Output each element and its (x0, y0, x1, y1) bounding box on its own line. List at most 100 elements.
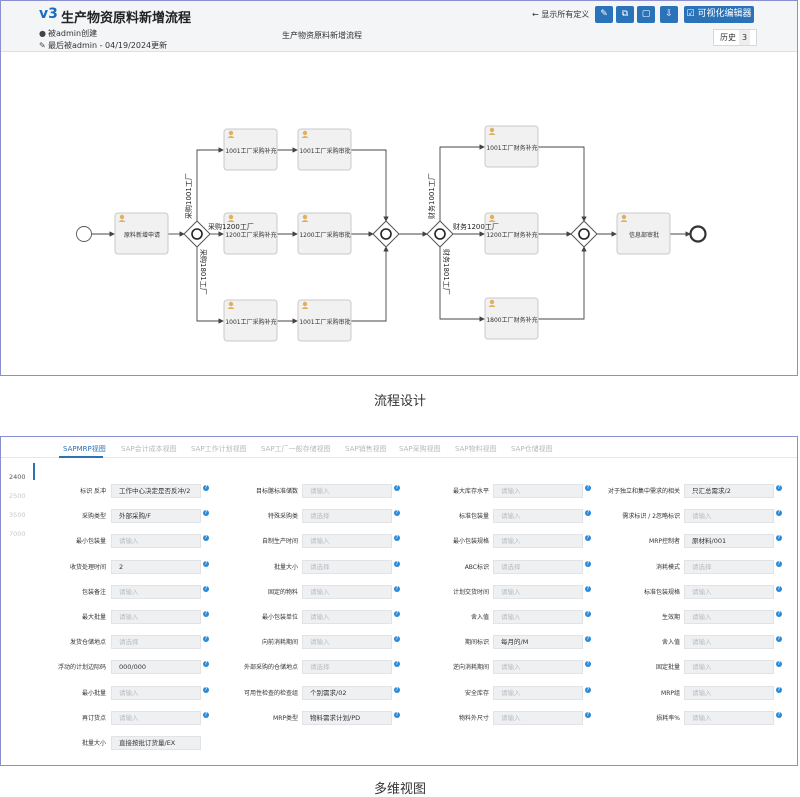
field-input[interactable]: 请输入 (302, 610, 392, 624)
help-icon[interactable]: ? (394, 636, 400, 643)
start-event[interactable] (76, 226, 92, 242)
help-icon[interactable]: ? (585, 661, 591, 668)
year-item[interactable]: 3500 (9, 511, 26, 519)
help-icon[interactable]: ? (585, 686, 591, 693)
help-icon[interactable]: ? (203, 611, 209, 617)
help-icon[interactable]: ? (203, 661, 209, 668)
gateway-1[interactable] (183, 220, 211, 248)
field-input[interactable]: 请输入 (111, 710, 201, 725)
help-icon[interactable]: ? (776, 636, 782, 643)
field-input[interactable]: 请选择 (684, 559, 774, 574)
tab-0[interactable]: SAPMRP视图 (63, 445, 106, 453)
help-icon[interactable]: ? (585, 711, 591, 718)
help-icon[interactable]: ? (394, 535, 400, 542)
help-icon[interactable]: ? (394, 711, 400, 718)
tab-3[interactable]: SAP工厂一般存储视图 (261, 445, 331, 453)
task-1001-approve[interactable]: 1001工厂采购审批 (297, 128, 352, 171)
task-f1800[interactable]: 1800工厂财务补充 (484, 297, 539, 340)
field-input[interactable]: 请输入 (493, 685, 583, 700)
field-input[interactable]: 请输入 (684, 660, 774, 675)
field-input[interactable]: 请输入 (684, 635, 774, 650)
field-input[interactable]: 请输入 (684, 584, 774, 599)
gateway-4[interactable] (570, 220, 598, 248)
visual-editor-button[interactable]: ☑ 可视化编辑器 (684, 6, 754, 23)
help-icon[interactable]: ? (776, 661, 782, 668)
field-input[interactable]: 2 (111, 559, 201, 574)
field-input[interactable]: 请选择 (302, 509, 392, 524)
help-icon[interactable]: ? (776, 686, 782, 693)
help-icon[interactable]: ? (776, 510, 782, 517)
field-input[interactable]: 请输入 (302, 584, 392, 599)
help-icon[interactable]: ? (203, 485, 209, 491)
tab-1[interactable]: SAP会计成本视图 (121, 445, 177, 453)
gateway-2[interactable] (372, 220, 400, 248)
field-input[interactable]: 只汇总需求/2 (684, 484, 774, 498)
help-icon[interactable]: ? (203, 585, 209, 592)
help-icon[interactable]: ? (394, 611, 400, 617)
tab-7[interactable]: SAP仓储视图 (511, 445, 553, 453)
gateway-3[interactable] (426, 220, 454, 248)
field-input[interactable]: 个别需求/02 (302, 685, 392, 700)
year-item[interactable]: 2400 (9, 473, 26, 481)
field-input[interactable]: 请输入 (111, 584, 201, 599)
help-icon[interactable]: ? (776, 711, 782, 718)
tab-5[interactable]: SAP采购视图 (399, 445, 441, 453)
field-input[interactable]: 请输入 (684, 610, 774, 624)
field-input[interactable]: 请输入 (493, 584, 583, 599)
help-icon[interactable]: ? (203, 560, 209, 567)
help-icon[interactable]: ? (776, 560, 782, 567)
field-input[interactable]: 每月的/M (493, 635, 583, 650)
end-event[interactable] (689, 225, 707, 243)
help-icon[interactable]: ? (203, 686, 209, 693)
field-input[interactable]: 请输入 (493, 509, 583, 524)
help-icon[interactable]: ? (776, 535, 782, 542)
field-input[interactable]: 工作中心决定是否反冲/2 (111, 484, 201, 498)
field-input[interactable]: 原材料/001 (684, 534, 774, 549)
help-icon[interactable]: ? (394, 560, 400, 567)
year-item[interactable]: 2500 (9, 492, 26, 500)
help-icon[interactable]: ? (585, 485, 591, 491)
field-input[interactable]: 请输入 (684, 685, 774, 700)
field-input[interactable]: 请选择 (302, 660, 392, 675)
task-1200-purchase[interactable]: 1200工厂采购补充 (223, 212, 278, 255)
tab-4[interactable]: SAP销售视图 (345, 445, 387, 453)
field-input[interactable]: 请输入 (302, 484, 392, 498)
year-item[interactable]: 7000 (9, 530, 26, 538)
field-input[interactable]: 外部采购/F (111, 509, 201, 524)
help-icon[interactable]: ? (585, 611, 591, 617)
field-input[interactable]: 请输入 (111, 534, 201, 549)
task-apply[interactable]: 原料新增申请 (114, 212, 169, 255)
field-input[interactable]: 直接按批订货量/EX (111, 736, 201, 750)
help-icon[interactable]: ? (776, 585, 782, 592)
download-button[interactable]: ⇩ (660, 6, 678, 23)
task-1801-approve[interactable]: 1001工厂采购审批 (297, 299, 352, 342)
help-icon[interactable]: ? (585, 510, 591, 517)
field-input[interactable]: 请输入 (302, 635, 392, 650)
field-input[interactable]: 请选择 (302, 559, 392, 574)
help-icon[interactable]: ? (585, 636, 591, 643)
task-1200-approve[interactable]: 1200工厂采购审批 (297, 212, 352, 255)
show-all-definitions-link[interactable]: ← 显示所有定义 (532, 10, 590, 19)
field-input[interactable]: 请输入 (493, 660, 583, 675)
field-input[interactable]: 请输入 (111, 610, 201, 624)
field-input[interactable]: 请选择 (111, 635, 201, 650)
tab-2[interactable]: SAP工作计划视图 (191, 445, 247, 453)
task-1001-purchase[interactable]: 1001工厂采购补充 (223, 128, 278, 171)
field-input[interactable]: 000/000 (111, 660, 201, 675)
help-icon[interactable]: ? (203, 711, 209, 718)
delete-button[interactable]: ▢ (637, 6, 655, 23)
task-f1001[interactable]: 1001工厂财务补充 (484, 125, 539, 168)
help-icon[interactable]: ? (585, 560, 591, 567)
help-icon[interactable]: ? (394, 485, 400, 491)
field-input[interactable]: 请输入 (302, 534, 392, 549)
field-input[interactable]: 请输入 (684, 509, 774, 524)
edit-button[interactable]: ✎ (595, 6, 613, 23)
field-input[interactable]: 请输入 (111, 685, 201, 700)
help-icon[interactable]: ? (394, 510, 400, 517)
field-input[interactable]: 请选择 (493, 559, 583, 574)
field-input[interactable]: 物料需求计划/PD (302, 710, 392, 725)
copy-button[interactable]: ⧉ (616, 6, 634, 23)
task-1801-purchase[interactable]: 1001工厂采购补充 (223, 299, 278, 342)
help-icon[interactable]: ? (776, 485, 782, 491)
